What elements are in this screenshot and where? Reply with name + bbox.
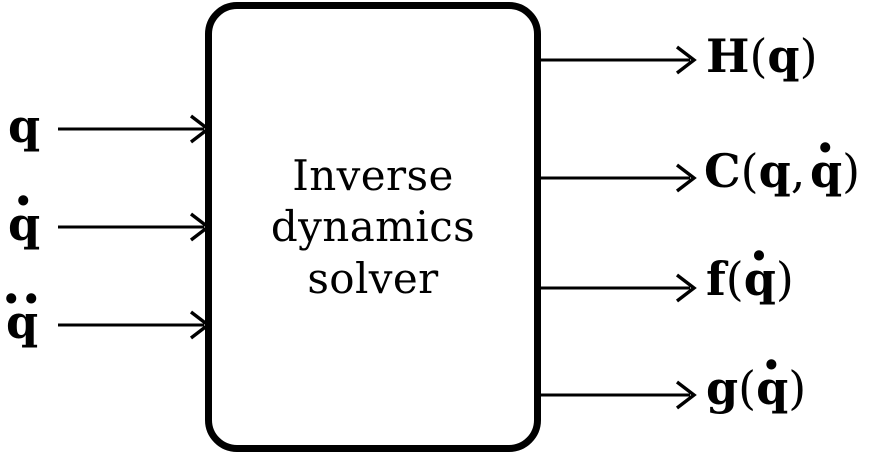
input-label-q: q (8, 99, 41, 153)
input-label-q-ddot: ••q (2, 281, 43, 349)
output-arrow-C (538, 163, 698, 193)
dot-accent-icon: • (762, 347, 783, 382)
input-arrow-q (58, 114, 212, 144)
output-label-H-q: H(q) (706, 29, 818, 83)
output-label-f-qdot: f(•q) (706, 238, 794, 306)
input-arrow-q-dot (58, 212, 212, 242)
dot-accent-icon: • (14, 183, 35, 218)
inverse-dynamics-solver-block (205, 2, 541, 452)
output-label-g-qdot: g(•q) (706, 347, 807, 415)
dot-accent-icon: • (816, 130, 837, 165)
output-label-C-q-qdot: C(q, •q) (704, 130, 861, 198)
input-arrow-q-ddot (58, 310, 212, 340)
output-arrow-H (538, 45, 698, 75)
output-arrow-f (538, 273, 698, 303)
double-dot-accent-icon: •• (2, 281, 43, 316)
dot-accent-icon: • (749, 238, 770, 273)
input-label-q-dot: •q (8, 183, 41, 251)
output-arrow-g (538, 380, 698, 410)
